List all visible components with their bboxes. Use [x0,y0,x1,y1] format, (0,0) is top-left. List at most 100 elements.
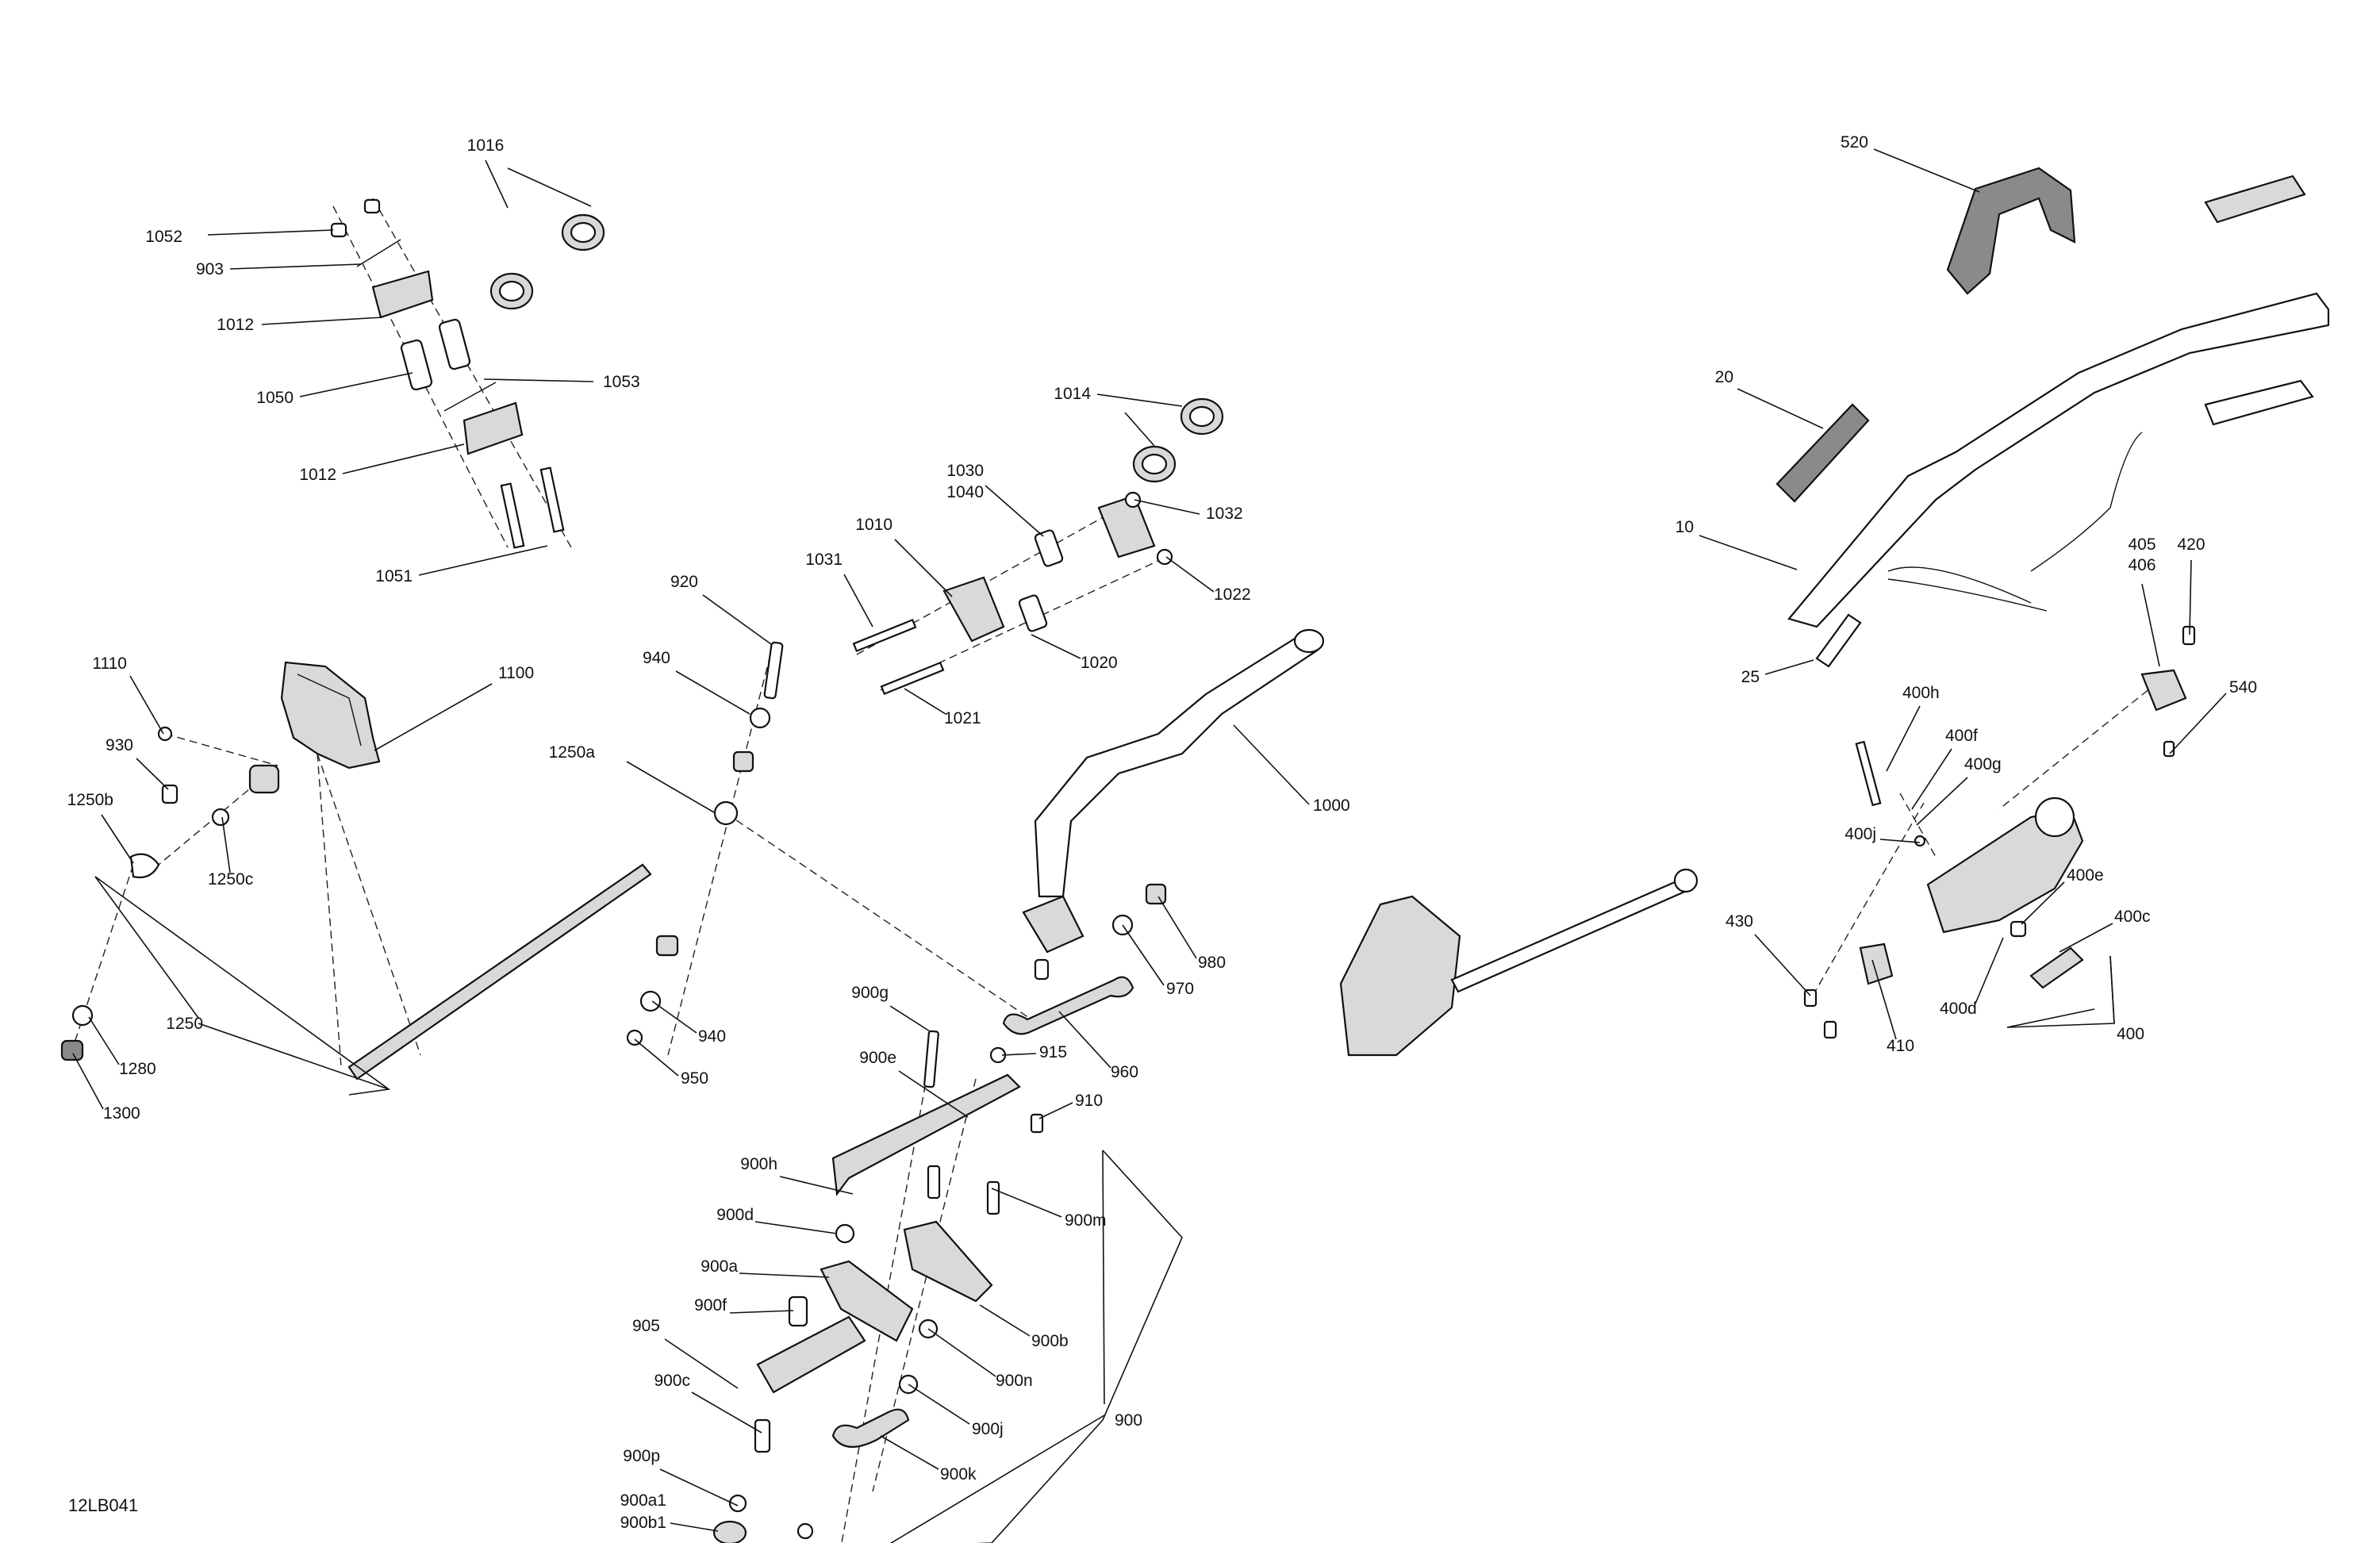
tie-rod-end-1250b [129,853,160,879]
nut-1032 [1124,491,1142,509]
pitman-arm [1022,895,1084,954]
washer-940-a [749,707,771,729]
leader-line-c25 [1764,659,1814,675]
leader-line-c920 [702,594,772,645]
washer-1280 [71,1004,94,1027]
clamp-1010-lower [942,576,1005,643]
leader-line-c400 [2109,955,2115,1024]
leader-line-c900f [729,1310,794,1314]
bolt-400h [1855,740,1882,807]
washer-900d [835,1223,855,1244]
leader-line-c900n [927,1328,996,1377]
callout-c910: 910 [1075,1092,1103,1110]
pin-900f [788,1295,808,1327]
callout-c540: 540 [2229,678,2257,697]
leader-line-c900a [739,1272,830,1278]
washer-1053 [443,382,497,412]
callout-c1032: 1032 [1206,505,1243,523]
bolt-920 [763,641,784,700]
callout-c900d: 900d [716,1206,754,1224]
callout-c1014: 1014 [1054,385,1091,403]
washer-940-b [639,990,662,1012]
callout-c1031: 1031 [805,551,843,569]
callout-c950: 950 [681,1069,708,1088]
arm-900a [820,1260,914,1342]
callout-c1010: 1010 [855,516,892,534]
leader-line-c400h [1886,705,1921,772]
leader-line-c405 [2141,583,2160,667]
callout-c1051: 1051 [375,567,413,585]
bolt-900h [927,1165,941,1199]
callout-c900: 900 [1115,1411,1142,1430]
leader-line-c900b1 [670,1522,719,1532]
callout-c900a: 900a [701,1257,738,1276]
callout-c406: 406 [2128,556,2155,574]
callout-c900j: 900j [972,1420,1004,1438]
clamp-1010-upper [1097,494,1156,558]
leader-line-c410 [1871,959,1897,1040]
callout-c1040: 1040 [946,483,984,501]
leader-line-c1052 [207,229,334,236]
leader-line-c930 [136,758,169,790]
callout-c900p: 900p [623,1447,660,1465]
callout-c400f: 400f [1945,727,1978,745]
leader-line-c1000 [1233,724,1310,805]
callout-c1300: 1300 [103,1104,140,1123]
clip-400j [1914,835,1926,847]
leader-line-c1032 [1134,499,1200,515]
callout-c400d: 400d [1940,1000,1977,1018]
leader-line-c900d [754,1221,838,1234]
plate-905 [756,1315,866,1394]
wiring-harness [1887,432,2143,612]
callout-c900n: 900n [996,1372,1033,1390]
leader-line-c1014b [1124,412,1155,447]
leader-line-c1020 [1031,634,1081,659]
callout-c420: 420 [2177,535,2205,554]
leader-line-c1050 [299,372,413,397]
nut-1052-a [330,222,347,238]
spacer-1050-a [400,339,433,391]
leader-line-c950 [634,1038,679,1077]
leader-line-c1012b [342,443,465,474]
callout-c400h: 400h [1902,684,1940,702]
shaft-1250 [347,863,652,1080]
leader-line-c400g [1916,777,1968,826]
tie-rod-right-end [1673,868,1699,893]
steering-column-1000 [1002,628,1325,1035]
bushing-900a1 [712,1520,747,1543]
column-top [1293,628,1325,654]
screw-540 [2163,740,2175,758]
callout-c900k: 900k [940,1465,977,1484]
leader-line-c1031 [843,574,873,628]
callout-c400j: 400j [1844,825,1876,843]
grip-top [2204,175,2306,224]
leader-line-c900 [889,1414,1105,1543]
leader-line-c400f [1911,748,1952,810]
leader-line-c1300 [72,1053,104,1110]
callout-c1250: 1250 [166,1015,203,1033]
callout-c1030: 1030 [946,462,984,480]
bushing-1016-a-inner [498,280,525,302]
bolt-1051-a [500,482,525,549]
leader-line-c1010 [894,539,953,597]
leader-line-c1030 [985,485,1044,537]
bolt-930 [161,784,178,804]
leader-line-c940b [651,1000,697,1034]
spacer-1020 [1018,594,1048,632]
nut-900p [728,1494,747,1513]
callout-c900a1: 900a1 [620,1491,666,1510]
callout-c960: 960 [1111,1063,1138,1081]
leader-line-c980 [1157,896,1197,959]
arm-900b [903,1220,993,1303]
clamp-410 [1859,942,1894,985]
link-900k [831,1408,910,1448]
callout-c1100: 1100 [498,664,534,682]
right-steering-link [1339,868,1699,1057]
callout-c1050: 1050 [256,389,294,407]
callout-c1250a: 1250a [549,743,596,762]
nut-950 [626,1029,643,1046]
leader-line-c900m [991,1188,1062,1218]
connector-25 [1815,613,1862,668]
leader-line-c900h [779,1176,854,1195]
callout-c900m: 900m [1065,1211,1107,1230]
